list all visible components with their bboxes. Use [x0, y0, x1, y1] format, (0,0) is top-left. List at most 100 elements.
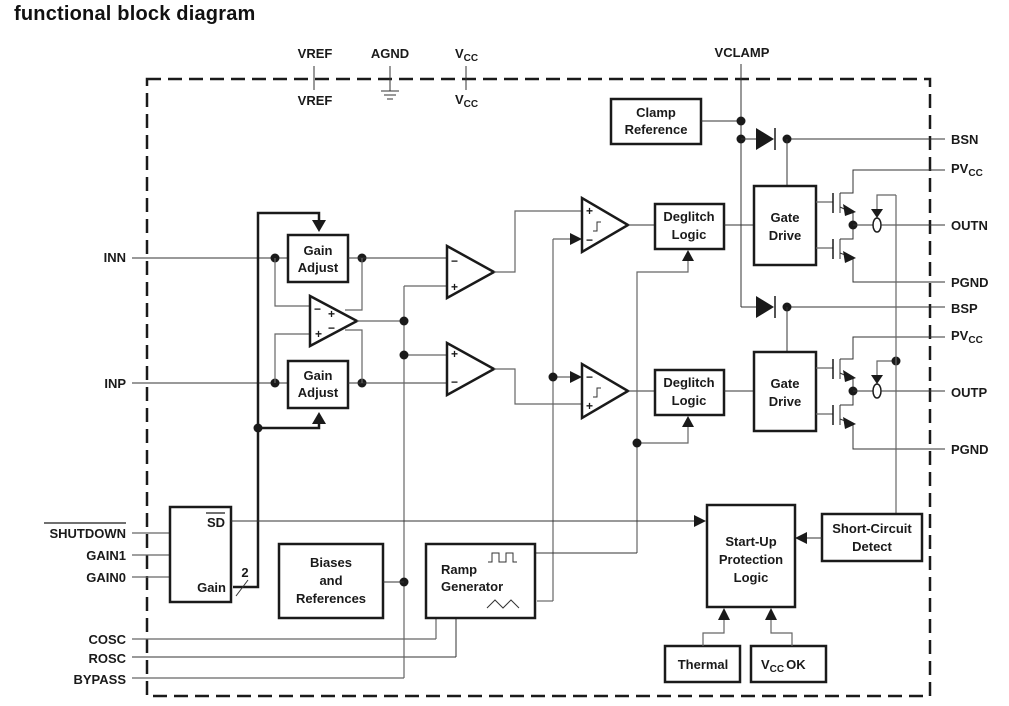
- svg-text:−: −: [586, 233, 593, 247]
- pin-vclamp-label: VCLAMP: [715, 45, 770, 60]
- svg-text:Clamp: Clamp: [636, 105, 676, 120]
- pin-inn-label: INN: [104, 250, 126, 265]
- svg-text:Adjust: Adjust: [298, 260, 339, 275]
- svg-text:+: +: [451, 347, 458, 361]
- deglitch-logic-bottom: Deglitch Logic: [653, 368, 726, 417]
- svg-text:Detect: Detect: [852, 539, 892, 554]
- svg-text:Logic: Logic: [734, 570, 769, 585]
- svg-text:Logic: Logic: [672, 227, 707, 242]
- comparator-top: + −: [580, 195, 631, 255]
- pin-agnd-label: AGND: [371, 46, 409, 61]
- svg-text:Thermal: Thermal: [678, 657, 729, 672]
- pin-inp-label: INP: [104, 376, 126, 391]
- transistor-arrow-icon: [843, 370, 856, 382]
- svg-text:−: −: [451, 375, 458, 389]
- svg-text:Gate: Gate: [771, 376, 800, 391]
- pin-pgnd-1-label: PGND: [951, 275, 989, 290]
- pin-rosc-label: ROSC: [88, 651, 126, 666]
- svg-text:and: and: [319, 573, 342, 588]
- ramp-generator: Ramp Generator: [424, 542, 537, 620]
- biases-and-references: Biases and References: [277, 542, 385, 620]
- diode-bsn-icon: [756, 128, 776, 150]
- startup-protection-logic: Start-Up Protection Logic: [705, 503, 797, 609]
- svg-text:Drive: Drive: [769, 228, 802, 243]
- pin-gain0-label: GAIN0: [86, 570, 126, 585]
- pin-vref: VREF VREF: [298, 46, 333, 108]
- clamp-reference: Clamp Reference: [609, 97, 703, 146]
- error-amplifier-bottom: + −: [445, 340, 497, 398]
- pin-shutdown: SHUTDOWN: [44, 522, 170, 541]
- pin-bypass-label: BYPASS: [74, 672, 127, 687]
- svg-text:Gain: Gain: [304, 368, 333, 383]
- comparator-bottom: − +: [580, 361, 631, 421]
- pin-vcc-label-bottom: VCC: [455, 92, 478, 110]
- sd-label: SD: [207, 515, 225, 530]
- svg-text:Reference: Reference: [625, 122, 688, 137]
- square-wave-icon: [488, 552, 517, 563]
- pin-vclamp: VCLAMP: [715, 45, 770, 307]
- error-amplifier-top: − +: [445, 243, 497, 301]
- svg-text:Gate: Gate: [771, 210, 800, 225]
- gain-adjust-top: Gain Adjust: [286, 233, 350, 284]
- hysteresis-icon: [593, 387, 601, 398]
- gate-drive-bottom: Gate Drive: [752, 350, 818, 433]
- deglitch-logic-top: Deglitch Logic: [653, 202, 726, 251]
- triangle-wave-icon: [486, 599, 520, 609]
- gate-drive-top: Gate Drive: [752, 184, 818, 267]
- svg-text:+: +: [328, 307, 335, 321]
- current-sense-icon: [872, 217, 882, 233]
- bus-width-label: 2: [241, 565, 248, 580]
- arrow-up-icon: [312, 412, 326, 424]
- svg-text:Start-Up: Start-Up: [725, 534, 776, 549]
- pin-gain1-label: GAIN1: [86, 548, 126, 563]
- svg-text:+: +: [586, 399, 593, 413]
- svg-text:Short-Circuit: Short-Circuit: [832, 521, 912, 536]
- svg-text:Adjust: Adjust: [298, 385, 339, 400]
- pin-bsn-label: BSN: [951, 132, 978, 147]
- pin-pvcc-1-label: PVCC: [951, 161, 983, 179]
- hysteresis-icon: [593, 221, 601, 232]
- svg-text:−: −: [328, 321, 335, 335]
- transistor-arrow-icon: [843, 251, 856, 263]
- diagram-title: functional block diagram: [14, 3, 256, 25]
- transistor-arrow-icon: [843, 417, 856, 429]
- transistor-arrow-icon: [843, 204, 856, 216]
- pin-vref-label-top: VREF: [298, 46, 333, 61]
- svg-text:Ramp: Ramp: [441, 562, 477, 577]
- pin-outp-label: OUTP: [951, 385, 987, 400]
- arrow-down-icon: [871, 375, 883, 384]
- thermal-block: Thermal: [663, 644, 742, 684]
- pin-pgnd-2-label: PGND: [951, 442, 989, 457]
- pin-vcc-label-top: VCC: [455, 46, 478, 64]
- svg-text:References: References: [296, 591, 366, 606]
- pin-agnd: AGND: [371, 46, 409, 100]
- svg-text:+: +: [451, 280, 458, 294]
- ground-icon: [381, 90, 399, 100]
- output-stage-top: [816, 169, 945, 283]
- arrow-down-icon: [871, 209, 883, 218]
- short-circuit-detect: Short-Circuit Detect: [820, 512, 924, 563]
- gain-label: Gain: [197, 580, 226, 595]
- svg-text:+: +: [315, 327, 322, 341]
- svg-text:−: −: [586, 370, 593, 384]
- pin-bsp-label: BSP: [951, 301, 978, 316]
- pin-shutdown-label: SHUTDOWN: [49, 526, 126, 541]
- svg-text:Drive: Drive: [769, 394, 802, 409]
- svg-text:−: −: [451, 254, 458, 268]
- svg-text:Protection: Protection: [719, 552, 783, 567]
- pin-vcc: VCC VCC: [455, 46, 478, 110]
- svg-text:Gain: Gain: [304, 243, 333, 258]
- svg-text:Deglitch: Deglitch: [663, 375, 714, 390]
- svg-text:−: −: [314, 302, 321, 316]
- pin-vref-label-bottom: VREF: [298, 93, 333, 108]
- svg-text:Biases: Biases: [310, 555, 352, 570]
- svg-text:Deglitch: Deglitch: [663, 209, 714, 224]
- diode-bsp-icon: [756, 296, 776, 318]
- gain-adjust-bottom: Gain Adjust: [286, 359, 350, 410]
- arrow-down-icon: [312, 220, 326, 232]
- diff-amplifier: − + + −: [308, 293, 360, 349]
- output-stage-bottom: [816, 336, 945, 450]
